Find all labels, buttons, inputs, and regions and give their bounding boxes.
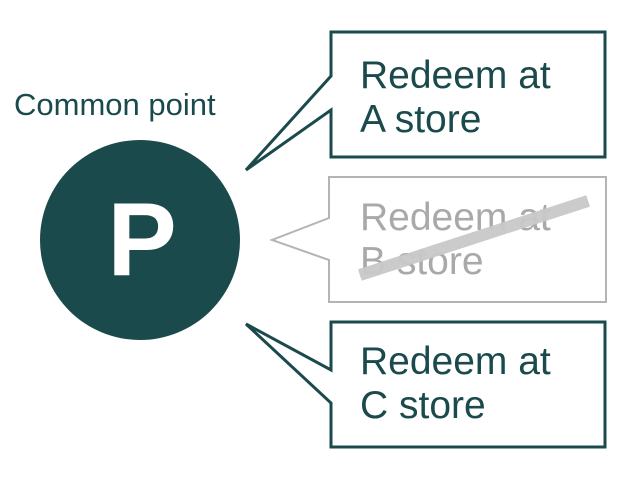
callout-bubble-b [269,176,607,303]
callout-a-line1: Redeem at [360,54,551,97]
callout-bubble-c [244,320,607,449]
callout-bubble-a [244,30,607,172]
callout-a-line2: A store [360,98,482,141]
point-symbol: P [107,182,177,298]
callout-c-line2: C store [360,384,486,427]
callout-c-line1: Redeem at [360,340,551,383]
callout-text-a: Redeem at A store [360,54,551,142]
callout-text-c: Redeem at C store [360,340,551,428]
common-point-circle [40,140,240,340]
common-point-label: Common point [14,87,216,122]
